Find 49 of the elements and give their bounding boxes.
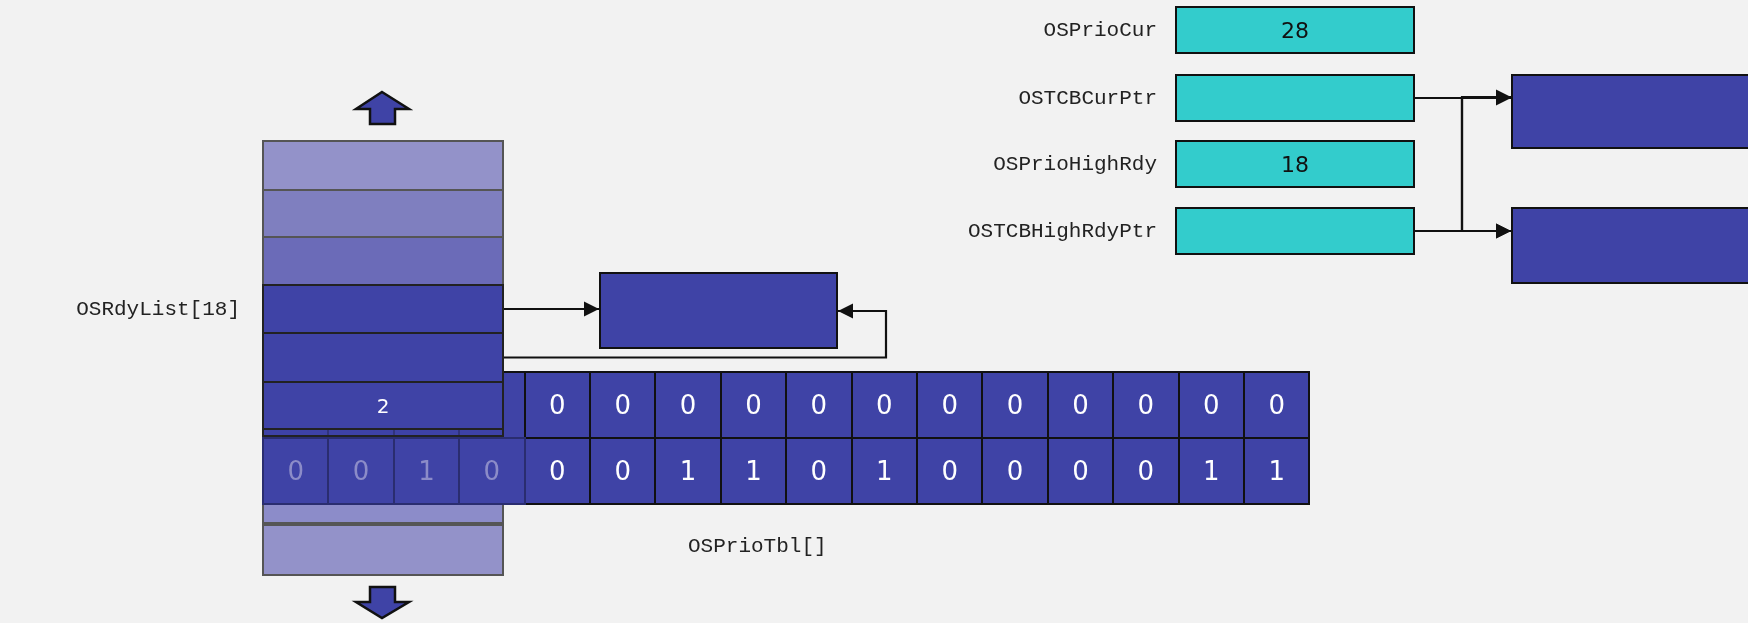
arrow [504, 303, 888, 359]
bit-cell: 0 [916, 437, 984, 505]
bit-cell: 0 [1046, 371, 1115, 439]
bit-cell: 0 [523, 437, 591, 505]
variable-name: OSTCBHighRdyPtr [967, 219, 1157, 243]
bit-cell: 0 [850, 371, 918, 439]
list-row [262, 140, 504, 191]
bit-cell: 0 [1112, 437, 1180, 505]
variable-value: 28 [1281, 17, 1309, 43]
variable-name: OSTCBCurPtr [1018, 86, 1157, 110]
bit-cell: 1 [1177, 437, 1245, 505]
table-caption: OSPrioTbl[] [688, 535, 827, 558]
tcb-box [1511, 74, 1748, 149]
list-name: OSRdyList[18] [76, 297, 240, 321]
bit-cell: 0 [262, 437, 330, 505]
list-row: 2 [262, 381, 504, 430]
bit-cell: 0 [589, 437, 657, 505]
bit-cell: 1 [654, 437, 722, 505]
list-row [262, 189, 504, 238]
bit-cell: 0 [523, 371, 591, 439]
bit-cell: 0 [1177, 371, 1245, 439]
list-row [262, 332, 504, 383]
bit-cell: 1 [392, 437, 461, 505]
tcb-box [599, 272, 838, 349]
bit-cell: 0 [654, 371, 722, 439]
bit-cell: 0 [981, 437, 1049, 505]
bit-cell: 0 [1046, 437, 1115, 505]
bit-cell: 1 [719, 437, 788, 505]
bit-cell: 0 [327, 437, 395, 505]
bit-cell: 1 [850, 437, 918, 505]
bit-cell: 0 [785, 371, 853, 439]
tcb-box [1511, 207, 1748, 284]
bit-cell: 0 [785, 437, 853, 505]
bit-cell: 0 [719, 371, 788, 439]
bit-cell: 0 [1112, 371, 1180, 439]
list-row [262, 524, 504, 576]
bit-cell: 0 [458, 437, 526, 505]
bit-cell: 0 [981, 371, 1049, 439]
bit-cell: 0 [916, 371, 984, 439]
list-row [262, 503, 504, 524]
variable-value: 18 [1281, 151, 1309, 177]
list-row [262, 428, 504, 437]
variable-name: OSPrioCur [1043, 18, 1157, 42]
bit-cell: 0 [1243, 371, 1311, 439]
bit-cell: 1 [1243, 437, 1311, 505]
arrow [504, 301, 599, 317]
bit-cell: 0 [589, 371, 657, 439]
variable-name: OSPrioHighRdy [993, 152, 1157, 176]
list-row [262, 236, 504, 286]
